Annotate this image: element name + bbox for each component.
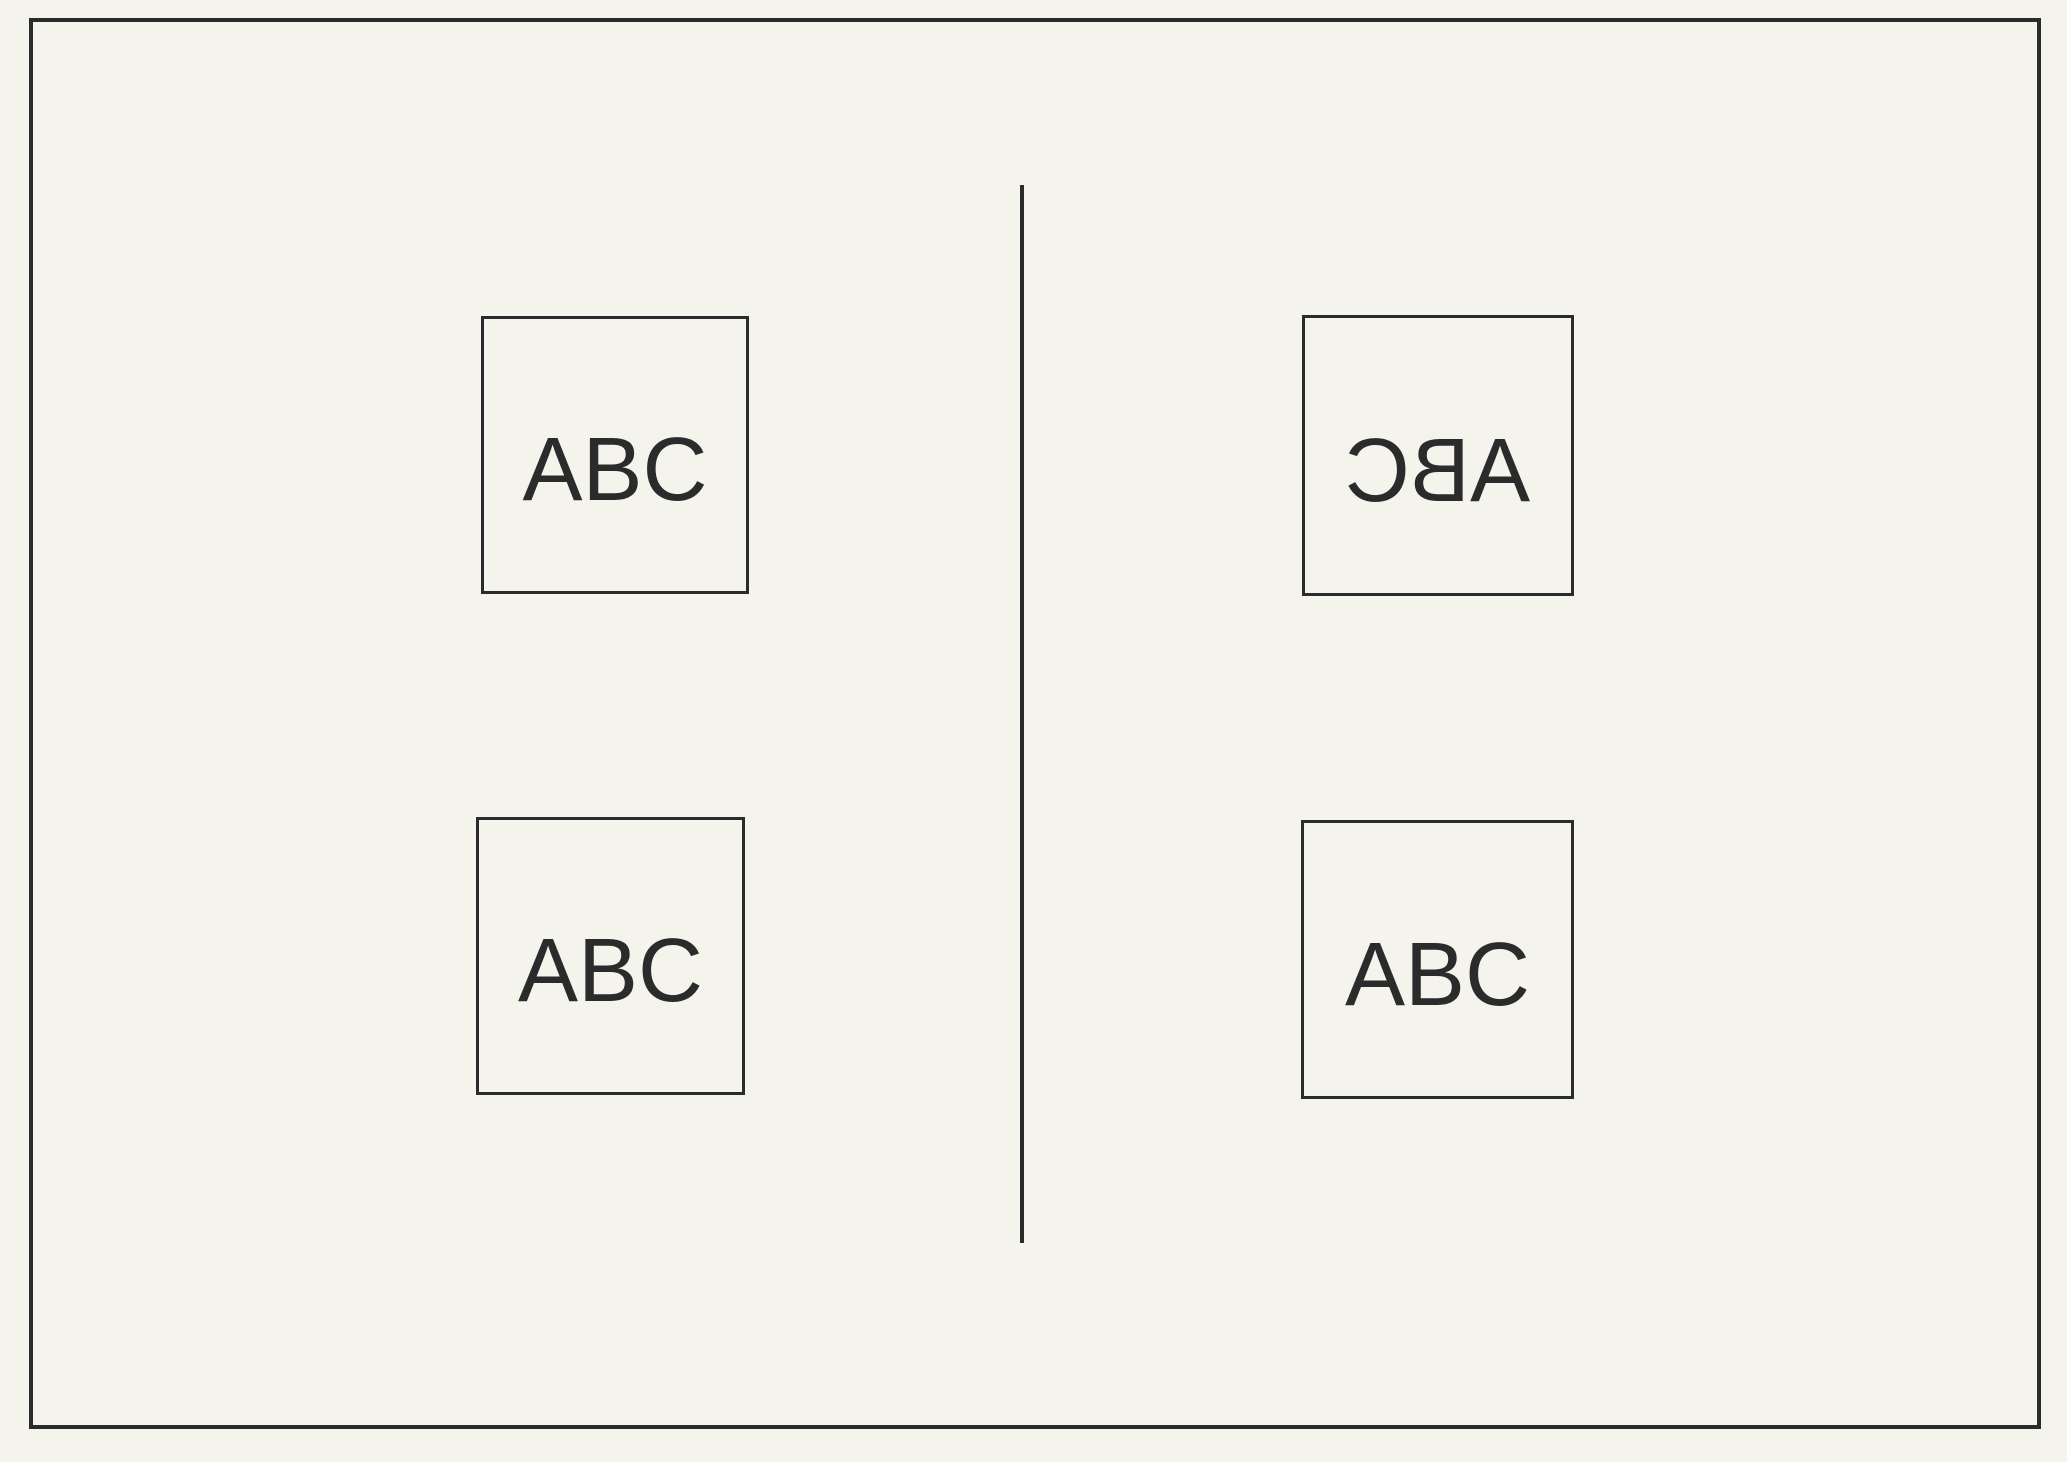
right-top-box: ABC (1302, 315, 1574, 596)
right-bottom-box: ABC (1301, 820, 1574, 1099)
center-divider-line (1020, 185, 1024, 1243)
right-top-box-mirrored-label: ABC (1345, 420, 1531, 521)
outer-frame (29, 18, 2041, 1429)
right-bottom-box-label: ABC (1344, 924, 1531, 1025)
left-top-box: ABC (481, 316, 749, 594)
left-bottom-box-label: ABC (517, 921, 704, 1021)
left-bottom-box: ABC (476, 817, 745, 1095)
left-top-box-label: ABC (522, 420, 708, 520)
